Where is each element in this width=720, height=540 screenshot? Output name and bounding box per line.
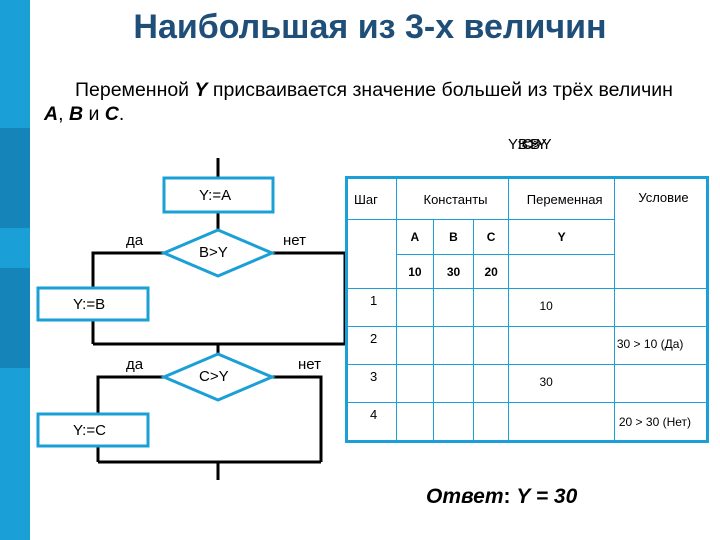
sidebar-segment — [0, 128, 30, 228]
header-constants: Константы — [395, 177, 510, 220]
sidebar-accent — [0, 0, 30, 540]
flow-line — [91, 251, 164, 288]
assign-c-box — [36, 412, 150, 448]
y-value-cell — [508, 326, 615, 365]
table-cell — [346, 219, 397, 289]
trace-table: Шаг Константы Переменная Условие A B C Y… — [345, 176, 709, 443]
intro-var-b: B — [68, 103, 84, 125]
table-cell — [433, 326, 474, 365]
sidebar-segment — [0, 268, 30, 368]
answer: Ответ: Y = 30 — [426, 485, 577, 509]
table-row: 3 30 — [346, 364, 709, 403]
table-values-row: 10 30 20 — [347, 254, 708, 289]
table-cell — [472, 402, 510, 442]
intro-part: Переменной — [75, 79, 195, 101]
const-name-c: C — [472, 219, 510, 255]
step-number: 4 — [346, 402, 397, 442]
const-name-a: A — [395, 219, 435, 255]
overlap-label: C>Y — [522, 136, 552, 153]
step-number: 1 — [346, 288, 397, 327]
overlap-label: Y:=B — [508, 136, 541, 153]
header-variable: Переменная — [508, 177, 615, 220]
slide-title: Наибольшая из 3-х величин — [133, 8, 607, 46]
table-cell — [395, 288, 435, 327]
const-name-b: B — [433, 219, 474, 255]
answer-label: Ответ — [426, 485, 504, 508]
intro-part: , — [58, 103, 69, 125]
assign-a-box — [162, 176, 275, 214]
header-step: Шаг — [346, 177, 397, 220]
const-value-b: 30 — [433, 254, 474, 289]
flow-line — [272, 375, 323, 462]
condition-cell: 30 > 10 (Да) — [613, 326, 709, 365]
flow-line — [96, 375, 164, 414]
condition-b-diamond — [160, 228, 276, 278]
intro-var-y: Y — [194, 79, 208, 101]
y-value-cell: 10 — [508, 288, 615, 327]
assign-c-label: Y:=C — [73, 422, 106, 439]
answer-expression: Y = 30 — [516, 485, 578, 508]
step-number: 3 — [346, 364, 397, 403]
table-cell — [472, 364, 510, 403]
table-row: 4 20 > 30 (Нет) — [346, 402, 709, 442]
table-cell — [395, 364, 435, 403]
header-condition: Условие — [613, 177, 709, 289]
intro-part: и — [83, 103, 105, 125]
table-cell — [395, 326, 435, 365]
table-cell — [433, 364, 474, 403]
condition-c-diamond — [160, 352, 276, 402]
intro-part: присваивается значение большей из трёх в… — [207, 79, 673, 101]
assign-b-box — [36, 286, 150, 322]
condition-value: 30 > 10 (Да) — [616, 337, 684, 351]
table-row: 1 10 — [346, 288, 709, 327]
y-value: 30 — [539, 375, 553, 389]
table-cell — [395, 402, 435, 442]
y-value-cell: 30 — [508, 364, 615, 403]
table-cell — [472, 288, 510, 327]
flow-line — [272, 251, 347, 344]
no-label: нет — [298, 356, 321, 373]
answer-colon: : — [503, 485, 511, 508]
table-subheader-row: A B C Y — [346, 219, 708, 289]
step-number: 2 — [346, 326, 397, 365]
overlap-label: B>Y — [518, 136, 547, 153]
assign-b-label: Y:=B — [73, 296, 106, 313]
condition-cell: 20 > 30 (Нет) — [613, 402, 709, 442]
table-cell — [472, 326, 510, 365]
condition-c-label: C>Y — [199, 368, 229, 385]
table-cell — [433, 402, 474, 442]
intro-var-c: C — [104, 103, 119, 125]
const-value-a: 10 — [395, 254, 435, 289]
yes-label: да — [126, 356, 144, 373]
intro-text: Переменной Y присваивается значение боль… — [44, 78, 684, 126]
assign-a-label: Y:=A — [199, 187, 232, 204]
y-value-cell — [508, 402, 615, 442]
const-value-c: 20 — [472, 254, 510, 289]
yes-label: да — [126, 232, 144, 249]
table-cell — [508, 254, 615, 289]
condition-value: 20 > 30 (Нет) — [618, 415, 692, 429]
table-header-row: Шаг Константы Переменная Условие — [346, 177, 709, 289]
no-label: нет — [283, 232, 306, 249]
var-name-y: Y — [508, 219, 615, 255]
condition-cell — [613, 364, 709, 403]
condition-cell — [613, 288, 709, 327]
table-row: 2 30 > 10 (Да) — [346, 326, 709, 365]
intro-part: . — [118, 103, 125, 125]
y-value: 10 — [539, 299, 553, 313]
intro-var-a: A — [44, 103, 59, 125]
table-cell — [433, 288, 474, 327]
condition-b-label: B>Y — [199, 244, 228, 261]
